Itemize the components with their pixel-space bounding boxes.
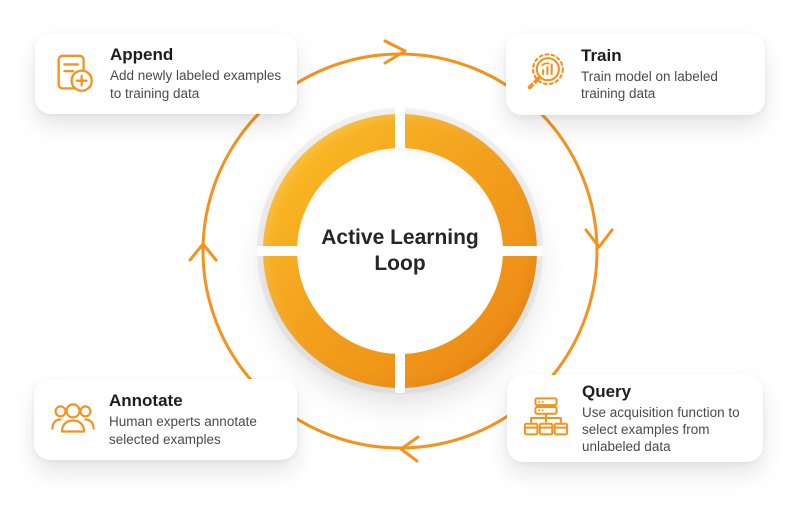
- card-description: Train model on labeled training data: [581, 68, 718, 101]
- people-group-icon: [50, 397, 96, 443]
- ring-gap-right: [497, 246, 543, 256]
- card-append: Append Add newly labeled examples to tra…: [35, 33, 297, 114]
- card-title: Annotate: [109, 391, 183, 411]
- card-title: Train: [581, 45, 622, 65]
- card-train: Train Train model on labeled training da…: [506, 33, 765, 115]
- card-title: Query: [582, 381, 632, 401]
- card-description: Add newly labeled examples to training d…: [110, 68, 282, 101]
- magnifier-gear-chart-icon: [522, 51, 568, 97]
- card-description: Use acquisition function to select examp…: [582, 404, 740, 455]
- card-annotate: Annotate Human experts annotate selected…: [34, 379, 297, 460]
- ring-center: Active Learning Loop: [297, 148, 503, 354]
- card-title: Append: [110, 45, 174, 65]
- arrowhead-top-icon: [383, 39, 407, 65]
- center-title: Active Learning Loop: [321, 225, 479, 275]
- server-hierarchy-icon: [523, 396, 569, 442]
- arrowhead-right-icon: [584, 228, 614, 249]
- ring-gap-left: [257, 246, 303, 256]
- ring-gap-bottom: [395, 347, 405, 393]
- arrowhead-left-icon: [188, 242, 218, 262]
- card-query: Query Use acquisition function to select…: [507, 375, 763, 462]
- ring-gap-top: [395, 107, 405, 153]
- card-description: Human experts annotate selected examples: [109, 414, 257, 447]
- arrowhead-bottom-icon: [399, 435, 420, 463]
- document-plus-icon: [51, 51, 97, 97]
